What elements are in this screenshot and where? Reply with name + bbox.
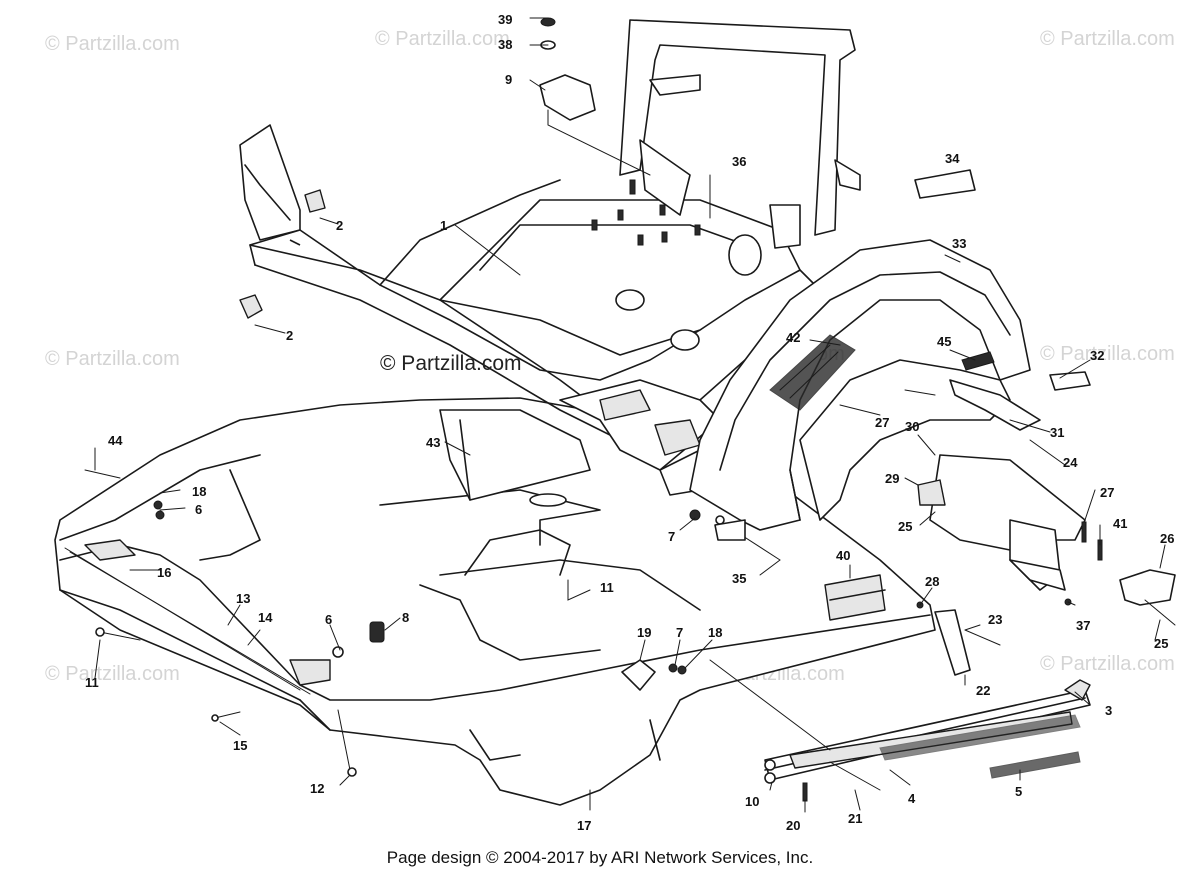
callout-label: 4 (908, 791, 916, 806)
callout-label: 21 (848, 811, 862, 826)
watermark-text: © Partzilla.com (1040, 343, 1175, 365)
callout-label: 33 (952, 236, 966, 251)
watermark-text: © Partzilla.com (375, 28, 510, 50)
callout-label: 34 (945, 151, 960, 166)
callout-label: 16 (157, 565, 171, 580)
callout-label: 42 (786, 330, 800, 345)
callout-label: 25 (1154, 636, 1168, 651)
callout-label: 25 (898, 519, 912, 534)
callout-label: 18 (192, 484, 206, 499)
callout-label: 2 (336, 218, 343, 233)
callout-label: 6 (195, 502, 202, 517)
callout-label: 41 (1113, 516, 1127, 531)
callout-label: 26 (1160, 531, 1174, 546)
callout-label: 37 (1076, 618, 1090, 633)
callout-label: 38 (498, 37, 512, 52)
callout-label: 7 (676, 625, 683, 640)
callout-label: 3 (1105, 703, 1112, 718)
callout-label: 1 (440, 218, 447, 233)
callout-label: 7 (668, 529, 675, 544)
leader-lines (94, 17, 1166, 813)
callout-label: 20 (786, 818, 800, 833)
callout-label: 13 (236, 591, 250, 606)
callout-label: 27 (1100, 485, 1114, 500)
callout-label: 17 (577, 818, 591, 833)
callout-label: 8 (402, 610, 409, 625)
callout-label: 19 (637, 625, 651, 640)
callout-label: 18 (708, 625, 722, 640)
footer-copyright: Page design © 2004-2017 by ARI Network S… (386, 848, 814, 867)
callout-label: 45 (937, 334, 951, 349)
callout-label: 43 (426, 435, 440, 450)
watermark-text: © Partzilla.com (1040, 28, 1175, 50)
callout-label: 28 (925, 574, 939, 589)
watermark-text: © Partzilla.com (45, 33, 180, 55)
callout-label: 6 (325, 612, 332, 627)
callouts: 39 38 9 36 34 2 1 2 33 42 45 32 43 27 31… (85, 12, 1174, 833)
small-parts (84, 17, 1176, 802)
fender-hood (689, 169, 1176, 606)
callout-label: 10 (745, 794, 759, 809)
callout-label: 44 (108, 433, 123, 448)
watermark-text: © Partzilla.com (45, 348, 180, 370)
callout-label: 11 (85, 675, 99, 690)
callout-label: 39 (498, 12, 512, 27)
callout-label: 12 (310, 781, 324, 796)
callout-label: 31 (1050, 425, 1064, 440)
callout-label: 14 (258, 610, 273, 625)
callout-label: 5 (1015, 784, 1022, 799)
frame-studs (591, 179, 701, 246)
callout-label: 24 (1063, 455, 1078, 470)
callout-label: 40 (836, 548, 850, 563)
callout-label: 36 (732, 154, 746, 169)
watermark-text: © Partzilla.com (1040, 653, 1175, 675)
callout-label: 35 (732, 571, 746, 586)
callout-label: 23 (988, 612, 1002, 627)
callout-label: 30 (905, 419, 919, 434)
callout-label: 15 (233, 738, 247, 753)
watermark-text: © Partzilla.com (45, 663, 180, 685)
callout-label: 32 (1090, 348, 1104, 363)
callout-label: 11 (600, 580, 614, 595)
callout-label: 29 (885, 471, 899, 486)
callout-label: 9 (505, 72, 512, 87)
center-watermark: © Partzilla.com (380, 352, 522, 375)
chassis-frame (239, 19, 861, 501)
callout-label: 22 (976, 683, 990, 698)
callout-label: 27 (875, 415, 889, 430)
side-rail (764, 574, 1091, 784)
callout-label: 2 (286, 328, 293, 343)
